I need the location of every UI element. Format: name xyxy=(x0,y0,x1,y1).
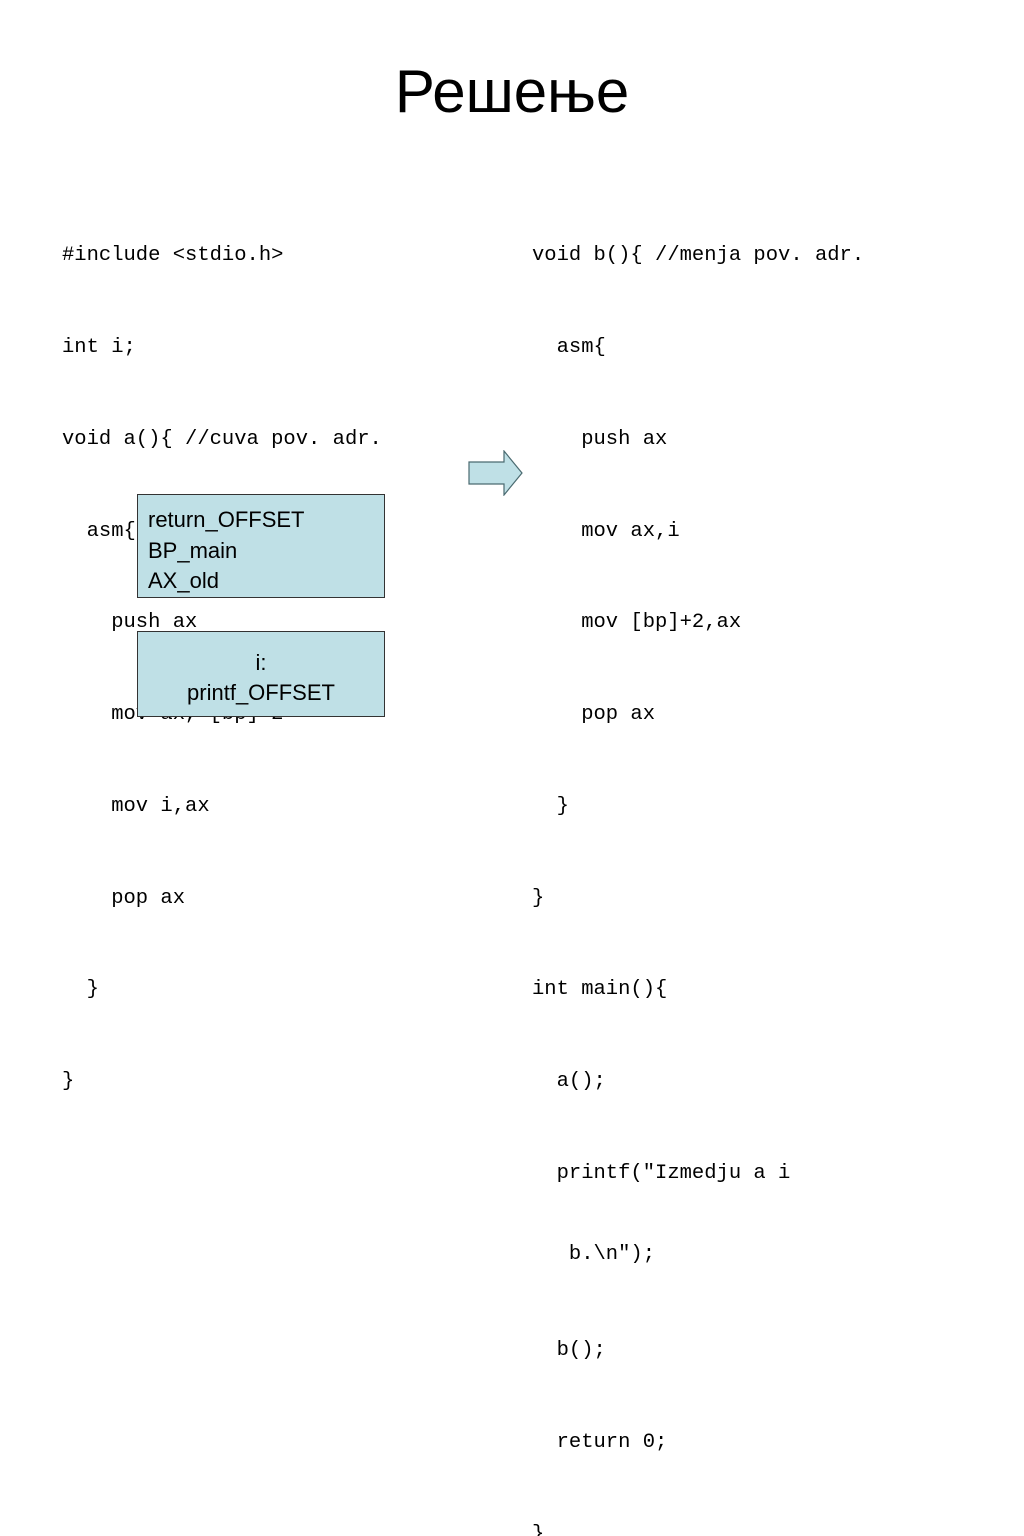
code-line: } xyxy=(62,978,99,1002)
stack-entry: AX_old xyxy=(148,568,219,593)
stack-entry: printf_OFFSET xyxy=(187,680,335,705)
stack-entry: return_OFFSET xyxy=(148,507,305,532)
stack-frame-box-a: return_OFFSET BP_main AX_old xyxy=(137,494,385,598)
code-line: asm{ xyxy=(532,335,606,359)
code-line-continuation: b.\n"); xyxy=(532,1242,656,1266)
slide: Решење #include <stdio.h> int i; void a(… xyxy=(62,58,864,1536)
code-line: } xyxy=(62,1070,75,1094)
code-line: push ax xyxy=(62,611,198,635)
code-line: pop ax xyxy=(532,703,656,727)
code-line: void a(){ //cuva pov. adr. xyxy=(62,427,382,451)
code-line: } xyxy=(532,794,569,818)
slide-title: Решење xyxy=(394,58,630,125)
code-line: #include <stdio.h> xyxy=(62,244,284,268)
code-line: mov i,ax xyxy=(62,794,210,818)
code-line: push ax xyxy=(532,427,668,451)
right-arrow-icon xyxy=(468,450,523,496)
code-line: int i; xyxy=(62,335,136,359)
code-line: mov ax,i xyxy=(532,519,680,543)
code-line: } xyxy=(532,886,545,910)
stack-frame-box-i: i: printf_OFFSET xyxy=(137,631,385,717)
code-line: } xyxy=(532,1522,545,1536)
code-line: void b(){ //menja pov. adr. xyxy=(532,244,865,268)
code-line: return 0; xyxy=(532,1430,668,1454)
code-line: int main(){ xyxy=(532,978,668,1002)
code-line: mov [bp]+2,ax xyxy=(532,611,742,635)
code-line: pop ax xyxy=(62,886,186,910)
code-block-left: #include <stdio.h> int i; void a(){ //cu… xyxy=(62,180,382,1159)
code-line: asm{ xyxy=(62,519,136,543)
stack-entry: i: xyxy=(255,650,267,675)
code-line: printf("Izmedju a i xyxy=(532,1162,791,1185)
code-line: b(); xyxy=(532,1338,606,1362)
code-block-right: void b(){ //menja pov. adr. asm{ push ax… xyxy=(532,180,864,1536)
code-line: a(); xyxy=(532,1070,606,1094)
stack-entry: BP_main xyxy=(148,537,238,563)
